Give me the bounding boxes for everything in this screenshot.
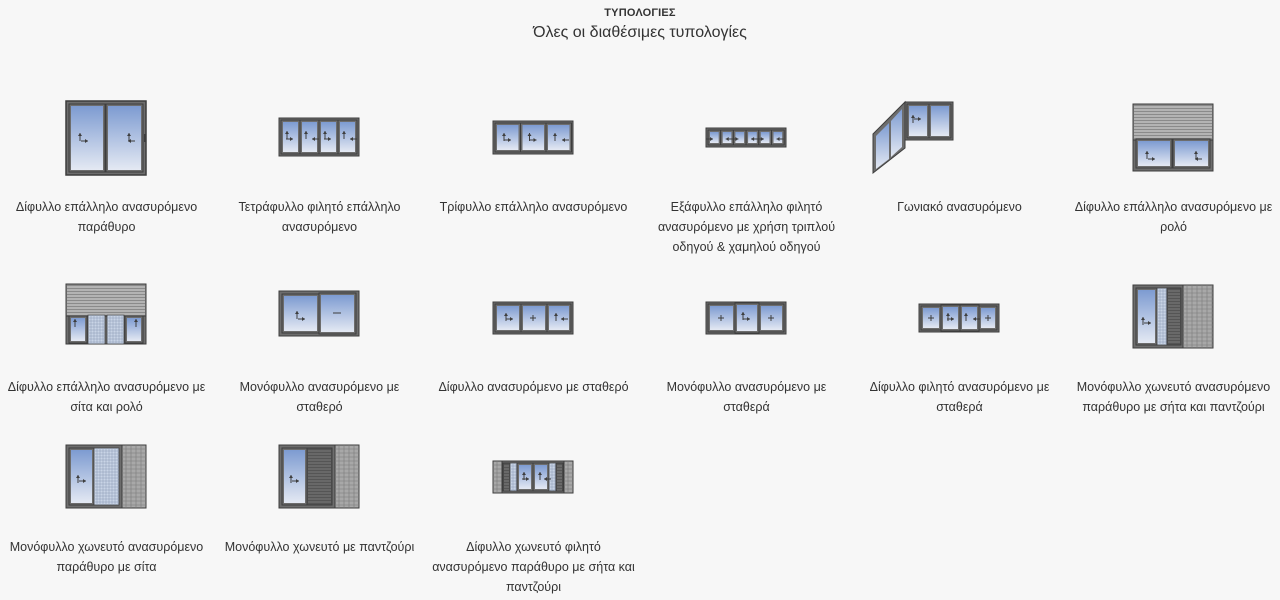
typology-label[interactable]: Δίφυλλο χωνευτό φιλητό ανασυρόμενο παράθ…: [432, 540, 635, 594]
typology-label[interactable]: Δίφυλλο φιλητό ανασυρόμενο με σταθερά: [869, 380, 1050, 414]
double-sliding-fixed-icon[interactable]: [427, 279, 640, 359]
double-sliding-shutter-icon[interactable]: [1067, 99, 1280, 179]
single-sliding-two-fixed-icon[interactable]: [640, 279, 853, 359]
typology-label[interactable]: Δίφυλλο επάλληλο ανασυρόμενο με σίτα και…: [7, 380, 206, 414]
typology-label[interactable]: Μονόφυλλο χωνευτό ανασυρόμενο παράθυρο μ…: [9, 540, 204, 574]
single-sliding-fixed-icon[interactable]: [213, 279, 426, 359]
pocket-window-screen-louver-icon[interactable]: [1067, 279, 1280, 359]
typology-label[interactable]: Τρίφυλλο επάλληλο ανασυρόμενο: [439, 200, 628, 214]
typology-label[interactable]: Δίφυλλο ανασυρόμενο με σταθερό: [438, 380, 629, 394]
typology-label[interactable]: Εξάφυλλο επάλληλο φιλητό ανασυρόμενο με …: [657, 200, 836, 254]
typology-label[interactable]: Μονόφυλλο χωνευτό με παντζούρι: [224, 540, 415, 554]
four-panel-sliding-icon[interactable]: [213, 99, 426, 179]
corner-sliding-icon[interactable]: [853, 99, 1066, 179]
page-title: Όλες οι διαθέσιμες τυπολογίες: [533, 24, 747, 41]
pocket-window-louver-icon[interactable]: [213, 439, 426, 519]
typology-label[interactable]: Μονόφυλλο ανασυρόμενο με σταθερά: [666, 380, 827, 414]
typology-label[interactable]: Μονόφυλλο ανασυρόμενο με σταθερό: [239, 380, 400, 414]
pocket-window-screen-icon[interactable]: [0, 439, 213, 519]
double-meeting-sliding-fixed-icon[interactable]: [853, 279, 1066, 359]
typology-label[interactable]: Δίφυλλο επάλληλο ανασυρόμενο με ρολό: [1074, 200, 1273, 234]
double-sliding-window-icon[interactable]: [0, 99, 213, 179]
section-eyebrow: ΤΥΠΟΛΟΓΙΕΣ: [604, 7, 676, 19]
typology-label[interactable]: Τετράφυλλο φιλητό επάλληλο ανασυρόμενο: [238, 200, 401, 234]
typology-label[interactable]: Μονόφυλλο χωνευτό ανασυρόμενο παράθυρο μ…: [1076, 380, 1271, 414]
typology-label[interactable]: Δίφυλλο επάλληλο ανασυρόμενο παράθυρο: [15, 200, 198, 234]
double-pocket-screen-louver-icon[interactable]: [427, 439, 640, 519]
six-panel-sliding-icon[interactable]: [640, 99, 853, 179]
typology-label[interactable]: Γωνιακό ανασυρόμενο: [897, 200, 1022, 214]
three-panel-sliding-icon[interactable]: [427, 99, 640, 179]
double-sliding-screen-shutter-icon[interactable]: [0, 279, 213, 359]
